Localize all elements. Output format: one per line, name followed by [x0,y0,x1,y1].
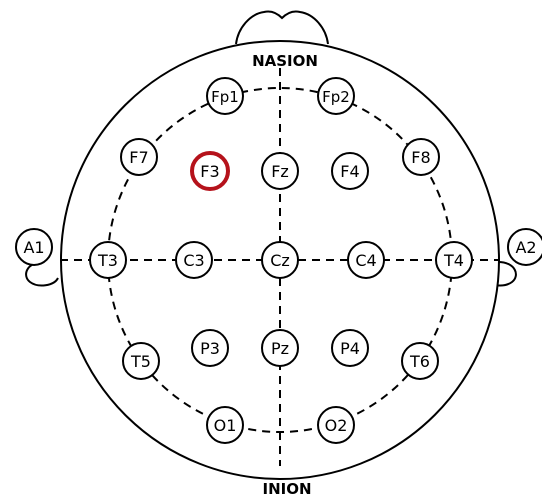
electrode-f3-label: F3 [200,162,219,181]
electrode-a1: A1 [15,228,53,266]
electrode-fp2-label: Fp2 [322,88,350,106]
electrode-c3-label: C3 [183,251,204,270]
electrode-o1-label: O1 [214,416,237,435]
electrode-t5: T5 [122,342,160,380]
electrode-p3-label: P3 [200,339,220,358]
electrode-c3: C3 [175,241,213,279]
electrode-p4-label: P4 [340,339,360,358]
electrode-f8: F8 [402,138,440,176]
electrode-a2-label: A2 [515,238,536,257]
electrode-a2: A2 [507,228,542,266]
electrode-a1-label: A1 [23,238,44,257]
electrode-t6: T6 [401,342,439,380]
electrode-f4: F4 [331,152,369,190]
electrode-t5-label: T5 [130,352,151,371]
electrode-cz: Cz [261,241,299,279]
inion-label: INION [262,480,311,498]
electrode-p3: P3 [191,329,229,367]
electrode-t3: T3 [89,241,127,279]
electrode-p4: P4 [331,329,369,367]
electrode-f7-label: F7 [129,148,148,167]
nasion-label: NASION [252,52,318,70]
electrode-fz-label: Fz [271,162,289,181]
electrode-f7: F7 [120,138,158,176]
electrode-pz: Pz [261,329,299,367]
electrode-fp2: Fp2 [317,77,355,115]
electrode-f3-highlighted: F3 [190,151,230,191]
electrode-f8-label: F8 [411,148,430,167]
electrode-fp1-label: Fp1 [211,88,239,106]
electrode-o2: O2 [317,406,355,444]
electrode-o2-label: O2 [325,416,348,435]
electrode-c4-label: C4 [355,251,376,270]
electrode-pz-label: Pz [271,339,289,358]
electrode-c4: C4 [347,241,385,279]
electrode-t6-label: T6 [409,352,430,371]
electrode-t4: T4 [435,241,473,279]
electrode-t3-label: T3 [97,251,118,270]
electrode-f4-label: F4 [340,162,359,181]
electrode-cz-label: Cz [270,251,290,270]
nose-outline [235,10,329,45]
electrode-fp1: Fp1 [206,77,244,115]
electrode-t4-label: T4 [443,251,464,270]
electrode-fz: Fz [261,152,299,190]
electrode-o1: O1 [206,406,244,444]
